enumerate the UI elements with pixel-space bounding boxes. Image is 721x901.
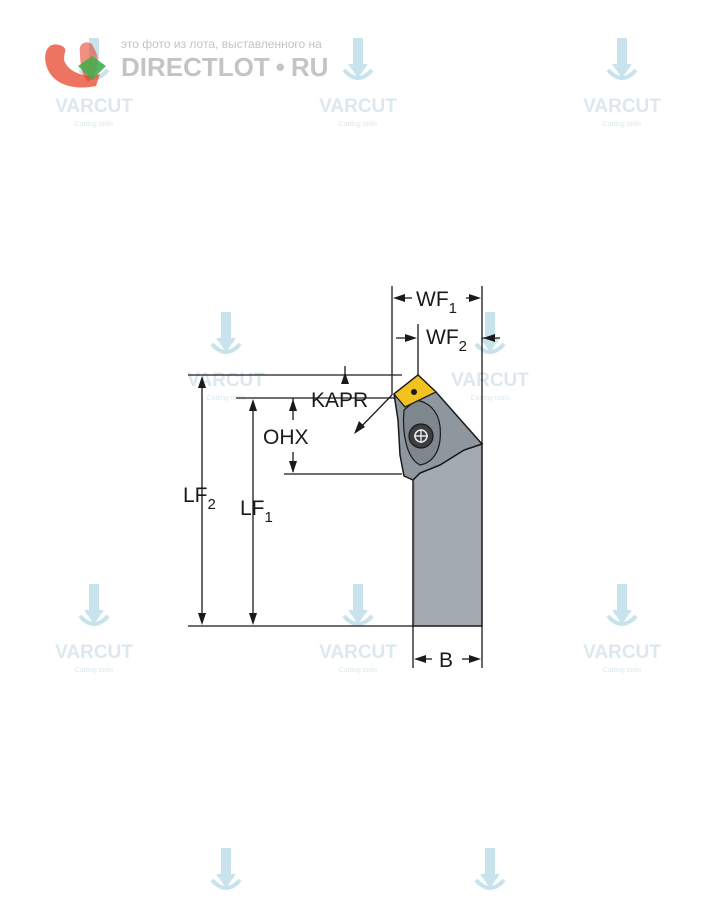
watermark-tile: VARCUT Cutting tools [319,584,397,674]
label-lf1-main: LF [240,497,265,520]
watermark-tile: VARCUT Cutting tools [55,584,133,674]
label-kapr: KAPR [311,389,368,412]
drill-bit-icon [606,584,638,626]
drill-bit-icon [78,584,110,626]
arrow-kapr-diag [354,421,365,434]
arrow-lf2-bottom [198,613,206,625]
watermark-tagline: Cutting tools [603,121,642,128]
directlot-name: DIRECTLOT [121,52,270,82]
arrow-ohx-bottom [289,461,297,473]
watermark-brand: VARCUT [55,642,133,663]
squirrel-logo-icon [45,42,106,88]
watermark-brand: VARCUT [451,370,529,391]
arrowheads [198,294,495,663]
watermark-tagline: Cutting tools [339,121,378,128]
drill-bit-icon [342,38,374,80]
watermark-tile: VARCUT Cutting tools [583,584,661,674]
directlot-suffix: RU [291,52,329,82]
arrow-wf1-right [469,294,481,302]
watermark-tagline: Cutting tools [603,667,642,674]
watermark-tile: VARCUT Cutting tools [187,312,265,402]
dimension-labels: WF1 WF2 KAPR OHX LF2 LF1 B [183,288,467,672]
watermark-layer: VARCUT Cutting tools VARCUT Cutting tool… [55,38,661,890]
label-lf2-main: LF [183,484,208,507]
label-wf2: WF2 [426,326,467,355]
watermark-tagline: Cutting tools [75,121,114,128]
watermark-tagline: Cutting tools [207,395,246,402]
watermark-brand: VARCUT [55,96,133,117]
drill-bit-icon [342,584,374,626]
arrow-kapr-top [341,372,349,384]
label-wf1-main: WF [416,288,449,311]
arrow-wf2-right [483,334,495,342]
watermark-brand: VARCUT [319,642,397,663]
watermark-tagline: Cutting tools [471,395,510,402]
label-ohx: OHX [263,426,309,449]
arrow-lf1-bottom [249,613,257,625]
watermark-brand: VARCUT [583,642,661,663]
directlot-brand: DIRECTLOT•RU [121,52,328,82]
drill-bit-icon [474,312,506,354]
label-b: B [439,649,453,672]
watermark-tile: VARCUT Cutting tools [451,312,529,402]
arrow-ohx-top [289,399,297,411]
label-wf2-sub: 2 [459,338,467,355]
label-wf1-sub: 1 [449,300,457,317]
drill-bit-icon [210,848,242,890]
arrow-wf1-left [393,294,405,302]
watermark-brand: VARCUT [583,96,661,117]
drill-bit-icon [474,848,506,890]
arrow-lf1-top [249,399,257,411]
arrow-wf2-left [405,334,417,342]
label-wf2-main: WF [426,326,459,349]
tool-holder [393,374,484,627]
drill-bit-icon [210,312,242,354]
arrow-lf2-top [198,376,206,388]
insert-hole [411,389,417,395]
watermark-brand: VARCUT [319,96,397,117]
arrow-b-left [414,655,426,663]
directlot-caption: это фото из лота, выставленного на [121,37,322,51]
directlot-dot: • [276,52,285,82]
watermark-tagline: Cutting tools [75,667,114,674]
watermark-tile: VARCUT Cutting tools [583,38,661,128]
label-lf1: LF1 [240,497,273,526]
directlot-watermark: это фото из лота, выставленного на DIREC… [45,37,328,88]
label-lf2: LF2 [183,484,216,513]
arrow-b-right [469,655,481,663]
drill-bit-icon [606,38,638,80]
label-wf1: WF1 [416,288,457,317]
label-lf2-sub: 2 [208,496,216,513]
watermark-tile: VARCUT Cutting tools [319,38,397,128]
watermark-tagline: Cutting tools [339,667,378,674]
label-lf1-sub: 1 [265,509,273,526]
screw-icon [408,423,434,449]
